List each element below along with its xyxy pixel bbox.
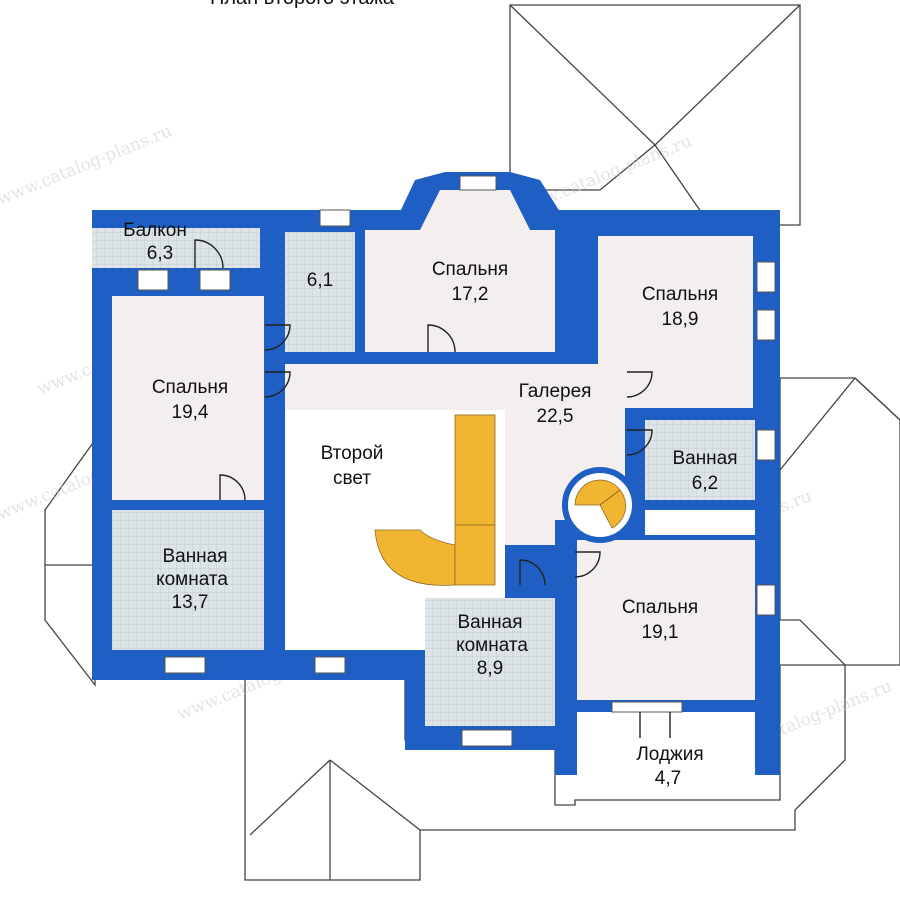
room-name-bedroom-top: Спальня [432,259,508,280]
room-floors [92,190,755,792]
room-name-second-light: Второй [321,443,384,464]
room-area-bath-left: 13,7 [172,592,209,613]
room-area-bedroom-left: 19,4 [172,402,209,423]
staircase-main [374,414,496,586]
windows [137,175,776,747]
room-area-gallery: 22,5 [537,406,574,427]
room-area-bath-small: 6,2 [692,473,718,494]
roof-outlines [44,4,900,881]
room-area-bedroom-right-bottom: 19,1 [642,622,679,643]
room-area-loggia: 4,7 [655,768,681,789]
room-name-bath-center: Ванная [457,612,522,633]
room-area-bedroom-right-top: 18,9 [662,309,699,330]
svg-text:www.catalog-plans.ru: www.catalog-plans.ru [0,121,175,209]
room-labels: Балкон 6,3 6,1 Спальня 17,2 Спальня 18,9… [123,220,737,789]
room-name-bedroom-right-top: Спальня [642,284,718,305]
doors [194,239,671,738]
room-name2-bath-center: комната [456,635,528,656]
room-area-balcony: 6,3 [147,243,173,264]
room-area-bedroom-top: 17,2 [452,284,489,305]
room-area-bath-center: 8,9 [477,658,503,679]
room-name-bedroom-left: Спальня [152,377,228,398]
room-name-gallery: Галерея [519,381,592,402]
room-name-bedroom-right-bottom: Спальня [622,597,698,618]
room-name-loggia: Лоджия [636,744,703,765]
room-name-bath-left: Ванная [162,546,227,567]
room-area-storage: 6,1 [307,270,333,291]
staircase-spiral [562,467,638,543]
room-name2-bath-left: комната [156,569,228,590]
room-name-bath-small: Ванная [672,448,737,469]
room-name2-second-light: свет [333,468,371,489]
room-name-balcony: Балкон [123,220,187,241]
plan-title: План второго этажа [210,0,395,9]
